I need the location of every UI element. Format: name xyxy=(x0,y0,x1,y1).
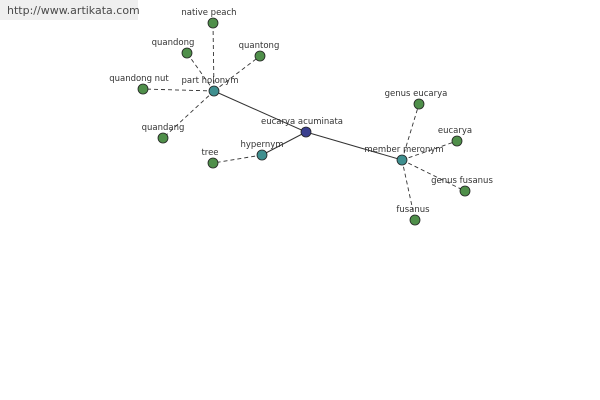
node-tree[interactable] xyxy=(207,157,219,169)
edge-center-part_holonym xyxy=(213,90,307,133)
edge-member_meronym-fusanus xyxy=(401,159,416,221)
node-genus-fusanus[interactable] xyxy=(459,185,471,197)
node-fusanus[interactable] xyxy=(409,214,421,226)
edge-part_holonym-quandang xyxy=(162,90,215,139)
node-label-hypernym[interactable]: hypernym xyxy=(240,140,283,150)
edges-layer xyxy=(142,22,466,221)
labels-layer: eucarya acuminata part holonym hypernym mem… xyxy=(109,8,493,215)
node-genus-eucarya[interactable] xyxy=(413,98,425,110)
node-label-quantong[interactable]: quantong xyxy=(239,41,280,51)
node-quandang[interactable] xyxy=(157,132,169,144)
node-label-member-meronym[interactable]: member meronym xyxy=(364,145,443,155)
node-quandong-a[interactable] xyxy=(181,47,193,59)
edge-member_meronym-genus_fusanus xyxy=(401,159,466,192)
edge-part_holonym-quantong xyxy=(213,55,261,92)
node-label-quandong-nut[interactable]: quandong nut xyxy=(109,74,169,84)
node-label-center[interactable]: eucarya acuminata xyxy=(261,117,343,127)
node-label-native-peach[interactable]: native peach xyxy=(181,8,236,18)
node-hypernym[interactable] xyxy=(256,149,268,161)
node-quantong[interactable] xyxy=(254,50,266,62)
node-native-peach[interactable] xyxy=(207,17,219,29)
node-quandong-nut[interactable] xyxy=(137,83,149,95)
edge-part_holonym-quandong_nut xyxy=(142,88,215,92)
node-label-eucarya[interactable]: eucarya xyxy=(438,126,472,136)
node-label-quandong-a[interactable]: quandong xyxy=(152,38,195,48)
edge-part_holonym-native_peach xyxy=(212,22,215,92)
node-member-meronym[interactable] xyxy=(396,154,408,166)
edge-center-hypernym xyxy=(261,131,307,156)
edge-hypernym-tree xyxy=(212,154,263,164)
node-label-genus-eucarya[interactable]: genus eucarya xyxy=(385,89,448,99)
url-banner: http://www.artikata.com xyxy=(0,0,140,20)
node-center[interactable] xyxy=(300,126,312,138)
node-label-genus-fusanus[interactable]: genus fusanus xyxy=(431,176,493,186)
node-label-tree[interactable]: tree xyxy=(201,148,218,158)
edge-member_meronym-genus_eucarya xyxy=(401,103,420,161)
site-url[interactable]: http://www.artikata.com xyxy=(7,4,140,17)
node-part-holonym[interactable] xyxy=(208,85,220,97)
node-label-part-holonym[interactable]: part holonym xyxy=(182,76,239,86)
edge-member_meronym-eucarya xyxy=(401,140,458,161)
node-label-quandang[interactable]: quandang xyxy=(142,123,185,133)
node-eucarya[interactable] xyxy=(451,135,463,147)
nodes-layer xyxy=(137,17,471,226)
edge-center-member_meronym xyxy=(305,131,403,161)
node-label-fusanus[interactable]: fusanus xyxy=(396,205,430,215)
edge-part_holonym-quandong_a xyxy=(186,52,215,92)
